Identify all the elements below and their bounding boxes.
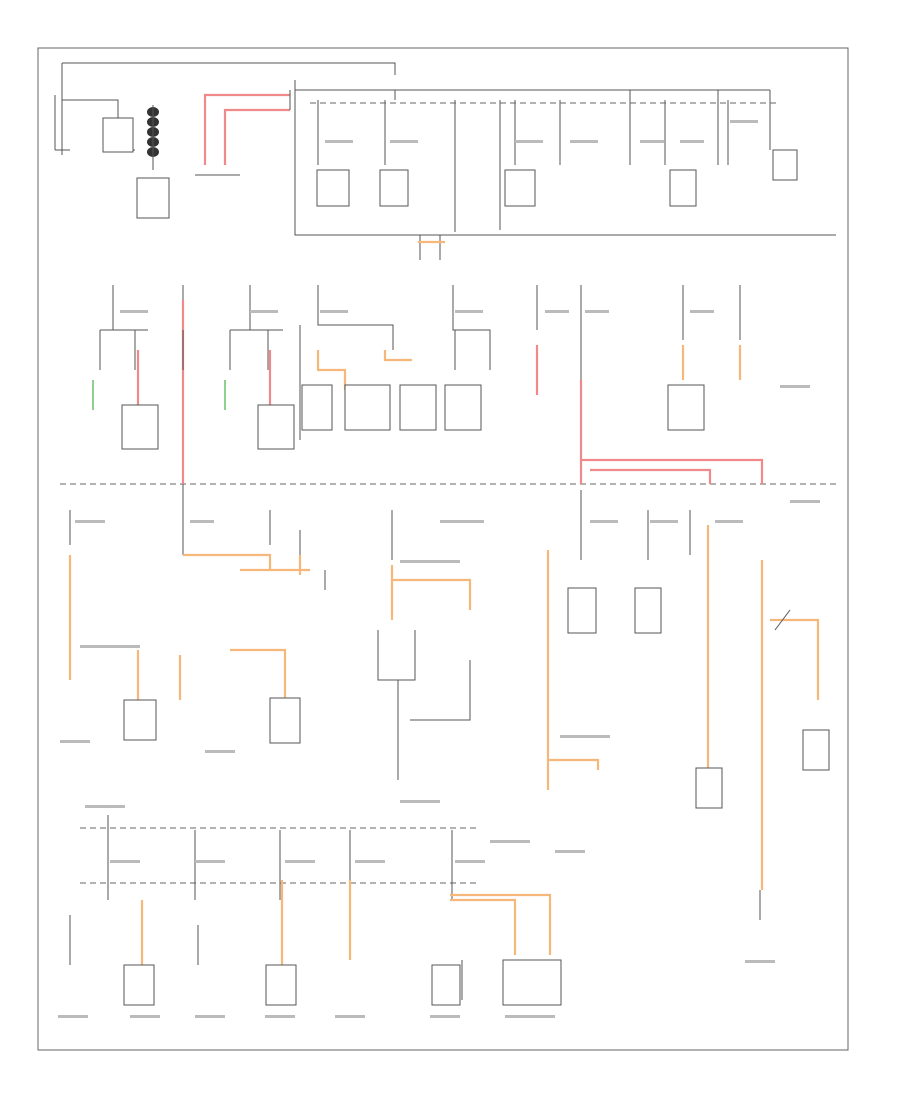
module-2-box xyxy=(344,384,391,431)
generator-box xyxy=(136,177,170,219)
fuse-box-2 xyxy=(379,169,409,207)
module-1-box xyxy=(301,384,333,431)
module-15-box xyxy=(502,959,562,1006)
lamp-left-1-box xyxy=(121,404,159,450)
diagram-frame xyxy=(37,47,849,1051)
module-4-box xyxy=(444,384,482,431)
module-3-box xyxy=(399,384,437,431)
module-11-box xyxy=(802,729,830,771)
lamp-right-1-box xyxy=(257,404,295,450)
module-14-box xyxy=(431,964,461,1006)
bottom-section xyxy=(69,815,761,1006)
top-section xyxy=(54,62,836,260)
module-10-box xyxy=(695,767,723,809)
fuse-box-5 xyxy=(772,149,798,181)
middle-section xyxy=(92,285,764,484)
module-13-box xyxy=(265,964,297,1006)
module-8-box xyxy=(567,587,597,634)
generator-coil xyxy=(147,105,159,170)
module-9-box xyxy=(634,587,662,634)
module-12-box xyxy=(123,964,155,1006)
module-6-box xyxy=(123,699,157,741)
fuse-box-3 xyxy=(504,169,536,207)
faint-labels xyxy=(58,120,820,1018)
module-7-box xyxy=(269,697,301,744)
lower-middle-section xyxy=(68,484,830,890)
fuse-box-1 xyxy=(316,169,350,207)
module-5-box xyxy=(667,384,705,431)
fuse-box-4 xyxy=(669,169,697,207)
starter-box xyxy=(102,117,134,153)
